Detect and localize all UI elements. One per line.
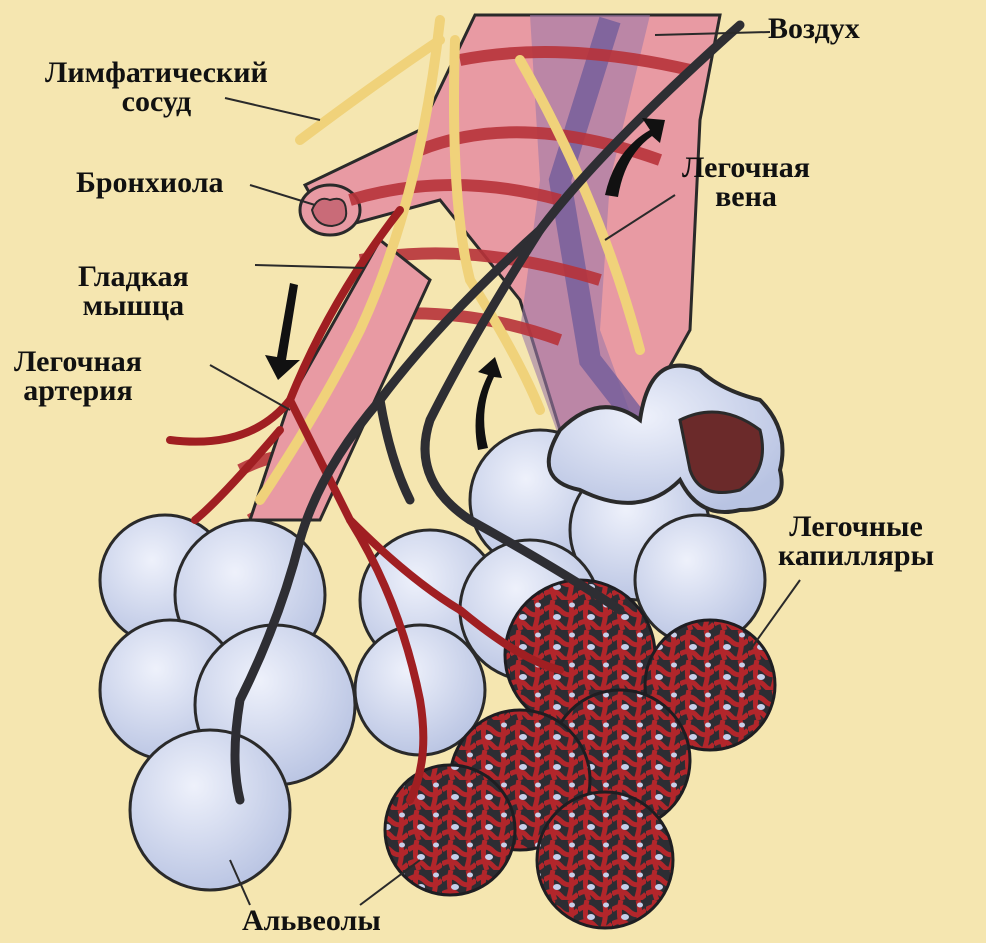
label-bronchiole: Бронхиола	[76, 168, 224, 197]
label-smooth-muscle-line2: мышца	[78, 291, 189, 320]
label-pulmonary-capillaries-line1: Легочные	[778, 512, 934, 541]
label-pulmonary-vein-line2: вена	[682, 182, 810, 211]
label-smooth-muscle-line1: Гладкая	[78, 262, 189, 291]
label-pulmonary-artery-line2: артерия	[14, 376, 142, 405]
label-pulmonary-vein: Легочная вена	[682, 153, 810, 211]
label-lymphatic-vessel: Лимфатический сосуд	[45, 58, 268, 116]
label-alveoli: Альвеолы	[242, 906, 381, 935]
bronchiole-end	[300, 185, 360, 235]
label-air: Воздух	[768, 14, 860, 43]
label-pulmonary-vein-line1: Легочная	[682, 153, 810, 182]
label-pulmonary-artery-line1: Легочная	[14, 347, 142, 376]
label-lymphatic-vessel-line1: Лимфатический	[45, 58, 268, 87]
label-pulmonary-capillaries: Легочные капилляры	[778, 512, 934, 570]
label-pulmonary-artery: Легочная артерия	[14, 347, 142, 405]
alveoli-left	[100, 515, 355, 890]
arrow-artery-in	[265, 283, 300, 380]
label-lymphatic-vessel-line2: сосуд	[45, 87, 268, 116]
label-smooth-muscle: Гладкая мышца	[78, 262, 189, 320]
label-pulmonary-capillaries-line2: капилляры	[778, 541, 934, 570]
arrow-flow-up	[476, 357, 502, 450]
